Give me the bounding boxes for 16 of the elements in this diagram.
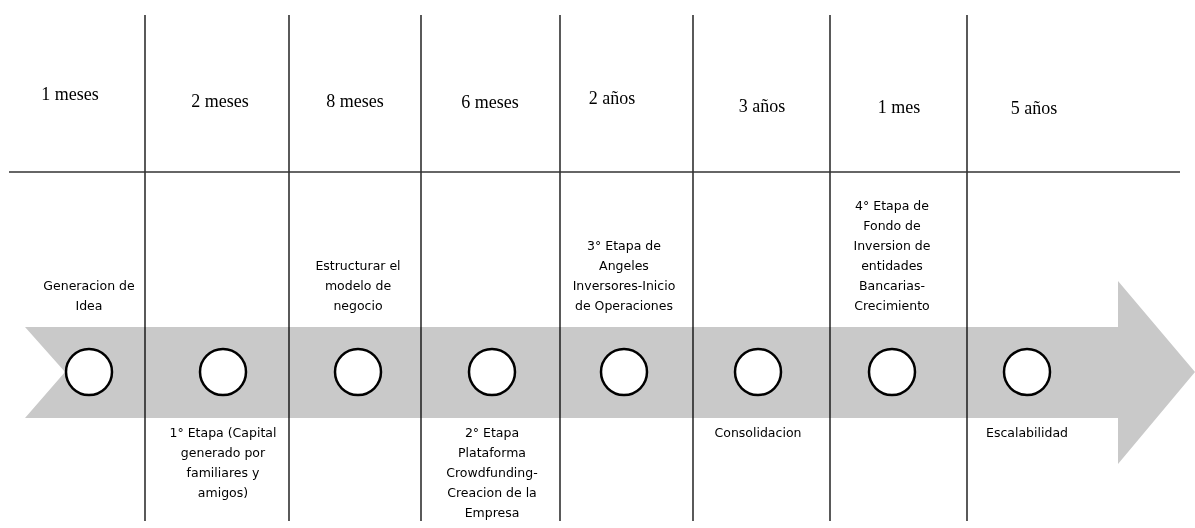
duration-label: 1 meses [40,84,100,105]
stage-label: Escalabilidad [985,424,1069,442]
stage-label: 1° Etapa (Capital generado por familiares y amigos) [168,424,278,502]
stage-label: 3° Etapa de Angeles Inversores-Inicio de Operaciones [571,237,677,315]
stage-label: Consolidacion [713,424,803,442]
duration-label: 2 meses [190,91,250,112]
duration-label: 2 años [587,88,637,109]
duration-label: 5 años [1009,98,1059,119]
duration-label: 1 mes [876,97,922,118]
stage-label: Generacion de Idea [42,277,136,315]
duration-label: 8 meses [325,91,385,112]
duration-label: 3 años [737,96,787,117]
stage-label: 2° Etapa Plataforma Crowdfunding-Creacion de la Empresa [445,424,539,522]
duration-label: 6 meses [460,92,520,113]
stage-label: 4° Etapa de Fondo de Inversion de entidades Bancarias-Crecimiento [852,197,932,315]
stage-label: Estructurar el modelo de negocio [314,257,402,315]
